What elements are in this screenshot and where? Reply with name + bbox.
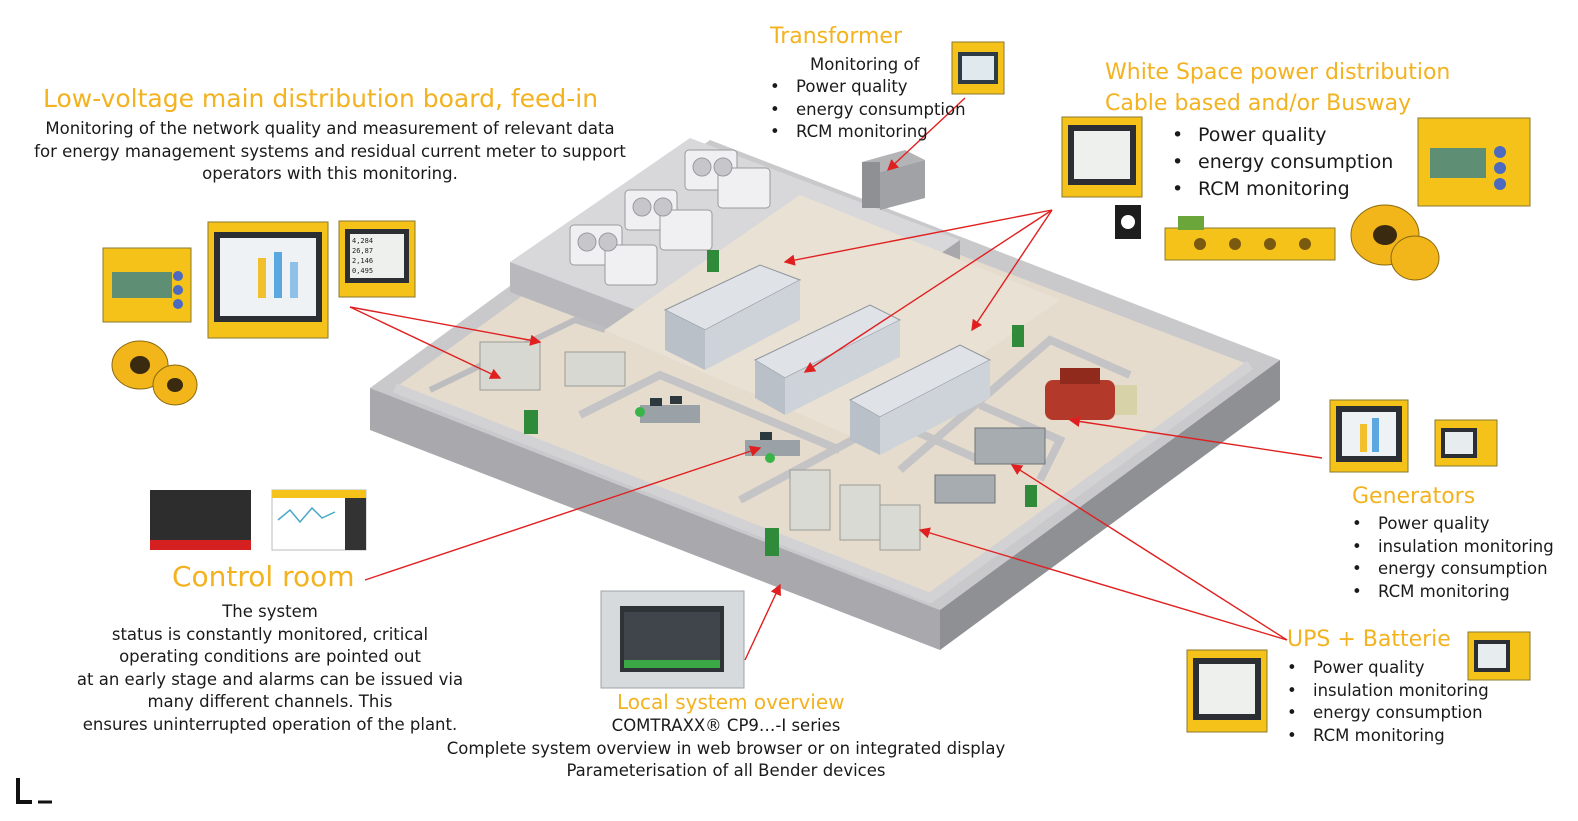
logo-mark-icon (16, 778, 52, 804)
control-room-desks (635, 396, 800, 463)
list-item: RCM monitoring (1352, 581, 1554, 604)
generator-devices (1329, 399, 1498, 473)
list-item: energy consumption (1352, 558, 1554, 581)
white-space-title-1: White Space power distribution (1105, 60, 1451, 85)
lv-board-title: Low-voltage main distribution board, fee… (43, 84, 599, 113)
local-overview-title: Local system overview (617, 690, 845, 714)
list-item: RCM monitoring (1287, 725, 1489, 748)
list-item: Power quality (770, 76, 966, 99)
cp9-display-device (600, 590, 745, 689)
transformer-list: Power quality energy consumption RCM mon… (770, 76, 966, 144)
lv-distribution-cabinets (479, 341, 626, 391)
lv-devices (102, 220, 416, 406)
control-room-description: The system status is constantly monitore… (76, 602, 464, 734)
list-item: Power quality (1352, 513, 1554, 536)
list-item: insulation monitoring (1352, 536, 1554, 559)
lv-board-description: Monitoring of the network quality and me… (34, 119, 626, 183)
transformer-meter-device (951, 41, 1005, 95)
white-space-devices (1061, 116, 1531, 281)
transformer-intro: Monitoring of (810, 55, 920, 74)
rooftop-hvac-units (569, 149, 771, 286)
arrows (349, 97, 1323, 661)
ups-title: UPS + Batterie (1287, 627, 1451, 652)
control-room-title: Control room (172, 560, 355, 593)
transformer-title: Transformer (770, 24, 903, 49)
transformer-unit (862, 150, 925, 210)
list-item: insulation monitoring (1287, 680, 1489, 703)
lv-meter-readings: 4,284 26,87 2,146 0,495 (352, 237, 374, 275)
battery-racks (934, 427, 1046, 504)
white-space-title-2: Cable based and/or Busway (1105, 91, 1412, 116)
doors (524, 250, 1037, 556)
generators-title: Generators (1352, 484, 1476, 509)
generator (1045, 368, 1137, 420)
ups-list: Power quality insulation monitoring ener… (1287, 657, 1489, 747)
list-item: Power quality (1287, 657, 1489, 680)
local-overview-description: COMTRAXX® CP9…-I series Complete system … (446, 716, 1006, 780)
list-item: energy consumption (770, 99, 966, 122)
list-item: RCM monitoring (770, 121, 966, 144)
list-item: Power quality (1172, 122, 1393, 149)
list-item: energy consumption (1172, 149, 1393, 176)
control-room-screens (150, 489, 367, 551)
ups-cabinets (789, 469, 921, 551)
list-item: RCM monitoring (1172, 176, 1393, 203)
white-space-list: Power quality energy consumption RCM mon… (1172, 122, 1393, 203)
server-rack-rows (663, 264, 992, 455)
generators-list: Power quality insulation monitoring ener… (1352, 513, 1554, 603)
list-item: energy consumption (1287, 702, 1489, 725)
